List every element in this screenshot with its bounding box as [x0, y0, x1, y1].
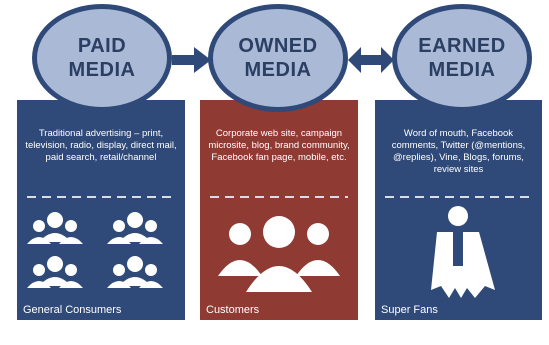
owned-audience-label: Customers [206, 304, 260, 316]
paid-description: Traditional advertising – print, televis… [25, 128, 177, 163]
owned-title-line2: MEDIA [244, 59, 312, 81]
owned-media-circle: OWNED MEDIA [208, 4, 348, 112]
right-arrow-icon [172, 47, 211, 73]
earned-media-circle: EARNED MEDIA [392, 4, 532, 112]
owned-title-line1: OWNED [238, 35, 318, 57]
earned-title-line1: EARNED [418, 35, 506, 57]
earned-audience-label: Super Fans [381, 304, 438, 316]
divider [385, 196, 532, 198]
superhero-icon [375, 202, 542, 302]
owned-description: Corporate web site, campaign microsite, … [208, 128, 350, 163]
owned-media-panel: Corporate web site, campaign microsite, … [200, 100, 358, 320]
paid-media-panel: Traditional advertising – print, televis… [17, 100, 185, 320]
earned-media-panel: Word of mouth, Facebook comments, Twitte… [375, 100, 542, 320]
paid-media-circle: PAID MEDIA [32, 4, 172, 112]
paid-audience-label: General Consumers [23, 304, 122, 316]
paid-title-line2: MEDIA [68, 59, 136, 81]
earned-description: Word of mouth, Facebook comments, Twitte… [391, 128, 526, 175]
earned-title-line2: MEDIA [428, 59, 496, 81]
double-arrow-icon [348, 47, 394, 73]
divider [210, 196, 348, 198]
divider [27, 196, 175, 198]
people-group-icon [17, 202, 185, 302]
paid-title-line1: PAID [77, 35, 127, 57]
people-trio-icon [200, 202, 358, 302]
